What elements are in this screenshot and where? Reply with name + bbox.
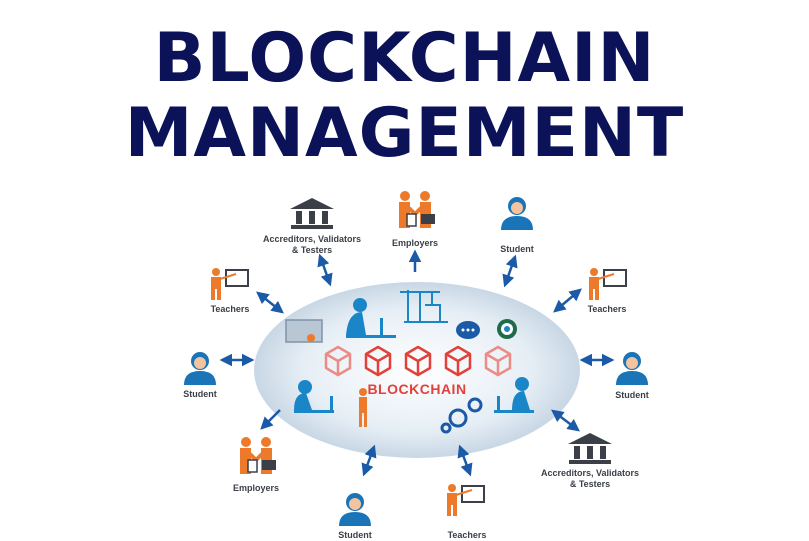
node-label-employers-top: Employers	[391, 238, 439, 248]
node-label-employers-bottom: Employers	[232, 483, 280, 493]
teacher-icon	[588, 267, 627, 301]
arrow-accreditors-top	[317, 253, 333, 287]
teacher-icon	[210, 267, 249, 301]
human-body-icon	[359, 388, 367, 427]
node-label-student-top: Student	[500, 244, 534, 254]
crane-icon	[400, 290, 448, 323]
bank-icon	[568, 433, 612, 464]
student-icon	[616, 352, 648, 385]
node-label-teachers-right: Teachers	[587, 304, 627, 314]
bank-icon	[290, 198, 334, 229]
node-label-student-bottom: Student	[338, 530, 372, 540]
title-line-2: MANAGEMENT	[124, 94, 685, 173]
node-label-accreditors-right: Accreditors, Validators& Testers	[541, 468, 639, 490]
node-label-accreditors-top: Accreditors, Validators& Testers	[263, 234, 361, 256]
quality-badge-icon	[497, 319, 517, 339]
label-line: Accreditors, Validators	[262, 234, 362, 244]
node-label-student-right: Student	[615, 390, 649, 400]
arrow-teachers-left	[256, 291, 284, 314]
blockchain-label: BLOCKCHAIN	[367, 381, 467, 397]
arrow-teachers-right	[553, 288, 582, 313]
person-laptop-left-icon	[294, 380, 334, 413]
handshake-icon	[238, 435, 278, 476]
arrow-accreditors-right	[551, 409, 580, 432]
connection-arrows	[219, 249, 615, 477]
title-line-1: BLOCKCHAIN	[153, 19, 656, 98]
certificate-icon	[285, 319, 323, 343]
person-laptop-icon	[346, 298, 396, 338]
arrow-student-top	[502, 254, 518, 288]
arrow-student-bottom	[361, 444, 377, 477]
certificate-seal-icon	[307, 334, 315, 342]
student-icon	[501, 197, 533, 230]
label-line: Accreditors, Validators	[540, 468, 640, 478]
student-icon	[184, 352, 216, 385]
node-label-student-left: Student	[183, 389, 217, 399]
gears-icon	[440, 397, 483, 434]
handshake-icon	[397, 189, 437, 230]
teacher-icon	[446, 483, 485, 517]
label-line: & Testers	[291, 245, 333, 255]
node-label-teachers-bottom: Teachers	[447, 530, 487, 540]
node-label-teachers-left: Teachers	[210, 304, 250, 314]
label-line: & Testers	[569, 479, 611, 489]
student-icon	[339, 493, 371, 526]
person-laptop-right-icon	[494, 377, 534, 413]
chat-bubble-icon	[456, 321, 480, 339]
arrow-teachers-bottom	[457, 444, 473, 477]
arrow-employers-bottom	[260, 409, 281, 430]
